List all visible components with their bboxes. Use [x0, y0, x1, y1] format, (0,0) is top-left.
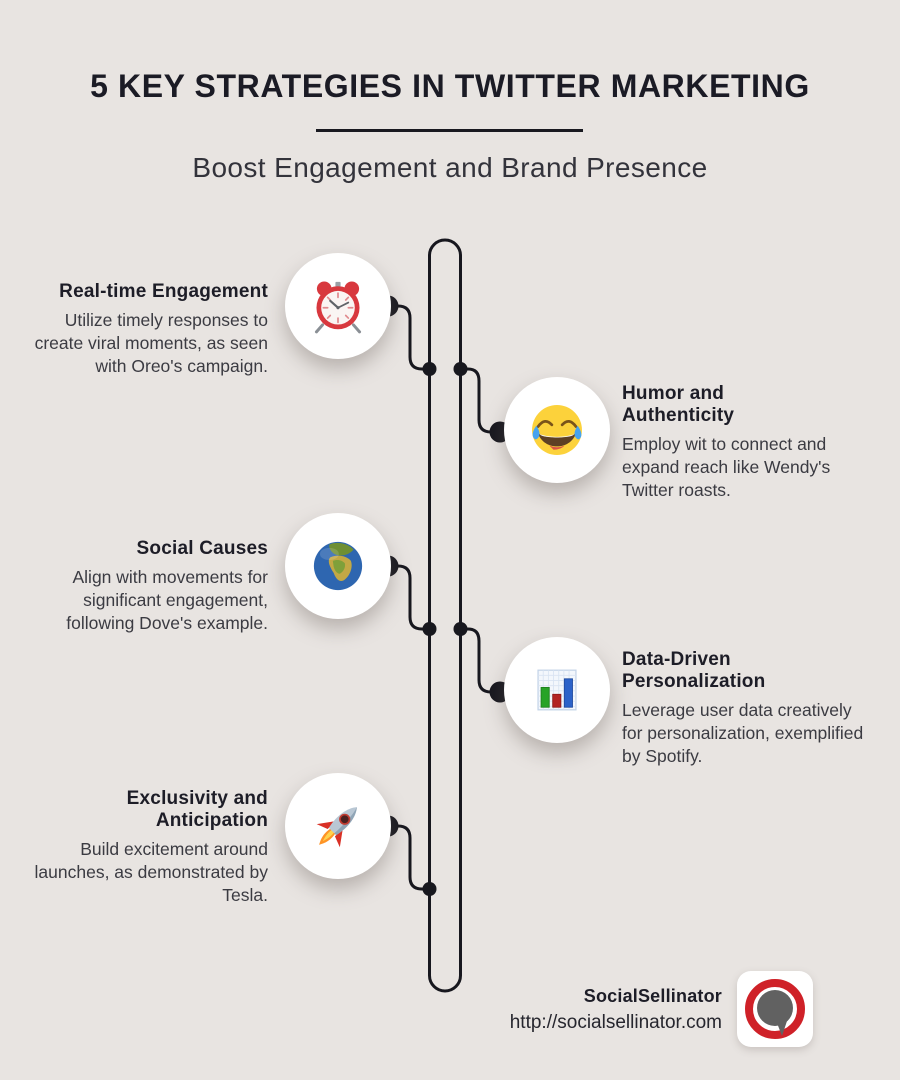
spine-dot-1b [453, 362, 468, 376]
spine-dot-2a [422, 622, 437, 636]
speech-bubble-icon [757, 990, 793, 1036]
connector-5 [386, 824, 431, 891]
item-3-description: Align with movements for significant eng… [66, 567, 268, 634]
item-2-icon-badge [504, 377, 610, 483]
item-4-copy: Data-Driven Personalization Leverage use… [622, 649, 866, 768]
connector-1 [386, 304, 431, 371]
item-2-title: Humor and Authenticity [622, 383, 735, 427]
item-3-copy: Social Causes Align with movements for s… [30, 538, 268, 635]
item-4-icon-badge [504, 637, 610, 743]
item-4-description: Leverage user data creatively for person… [622, 700, 864, 767]
brand-logo [737, 971, 813, 1047]
item-2-description: Employ wit to connect and expand reach l… [622, 434, 831, 501]
connector-3 [386, 564, 431, 631]
item-1-copy: Real-time Engagement Utilize timely resp… [30, 281, 268, 378]
spine-dot-1a [422, 362, 437, 376]
item-1-title: Real-time Engagement [59, 281, 268, 302]
item-1-icon-badge [285, 253, 391, 359]
bar-chart-icon [537, 669, 577, 711]
connector-4 [459, 627, 502, 694]
laughing-tears-icon [532, 405, 582, 455]
item-5-description: Build excitement around launches, as dem… [34, 839, 268, 906]
timeline-lines [386, 238, 502, 993]
item-2-copy: Humor and Authenticity Employ wit to con… [622, 383, 874, 502]
footer: SocialSellinator http://socialsellinator… [422, 986, 722, 1034]
item-3-title: Social Causes [136, 538, 268, 559]
item-4-title: Data-Driven Personalization [622, 649, 766, 693]
website-link[interactable]: http://socialsellinator.com [509, 1012, 722, 1033]
brand-name: SocialSellinator [583, 986, 722, 1006]
rocket-icon [316, 807, 357, 848]
page-subtitle: Boost Engagement and Brand Presence [192, 152, 708, 183]
item-5-copy: Exclusivity and Anticipation Build excit… [30, 788, 268, 907]
connector-2 [459, 367, 502, 434]
item-3-icon-badge [285, 513, 391, 619]
item-5-title: Exclusivity and Anticipation [126, 788, 268, 832]
timeline-dots [377, 295, 511, 896]
title-divider [316, 129, 583, 132]
page-title: 5 KEY STRATEGIES IN TWITTER MARKETING [90, 68, 810, 104]
alarm-clock-icon [314, 281, 362, 334]
socialsellinator-logo-icon [745, 979, 805, 1039]
timeline-capsule [428, 238, 462, 993]
spine-dot-2b [453, 622, 468, 636]
spine-dot-3a [422, 882, 437, 896]
globe-icon [313, 541, 363, 591]
item-5-icon-badge [285, 773, 391, 879]
item-1-description: Utilize timely responses to create viral… [34, 310, 268, 377]
